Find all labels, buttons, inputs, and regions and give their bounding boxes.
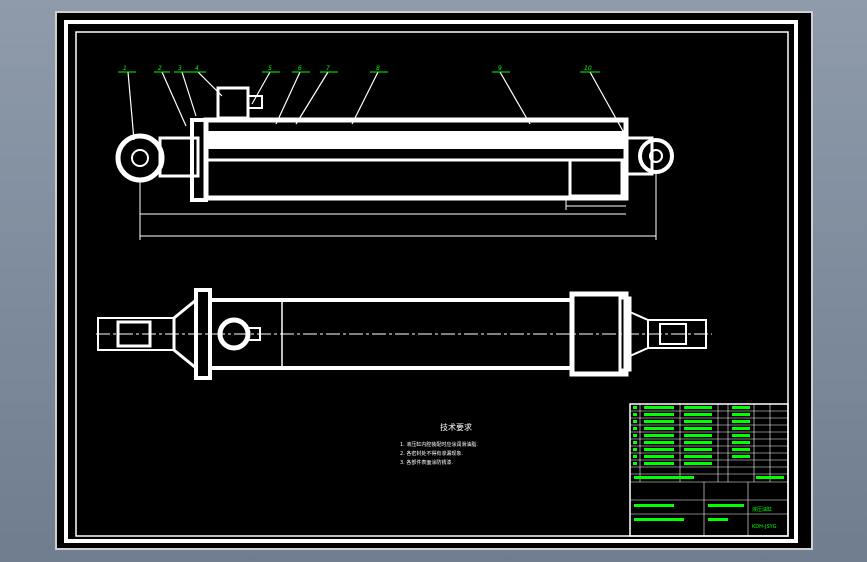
right-eye-inner: [649, 149, 663, 163]
balloon-4: 4: [190, 65, 206, 73]
balloon-7: 7: [320, 65, 338, 73]
balloon-label-3: 3: [178, 65, 182, 72]
title-block-drawing-no: KDH-JSYG: [752, 524, 777, 530]
inner-border: [75, 31, 789, 537]
balloon-10: 10: [580, 65, 600, 73]
right-end-cap: [624, 136, 654, 176]
piston-block: [568, 158, 624, 198]
plan-right-clevis: [647, 319, 707, 349]
balloon-label-9: 9: [498, 65, 502, 72]
balloon-6: 6: [292, 65, 310, 73]
tech-line-2: 2. 各密封处不得有渗漏现象.: [400, 450, 463, 457]
balloon-8: 8: [370, 65, 388, 73]
plan-right-clevis-inner: [659, 323, 687, 345]
tech-requirements: 技术要求 1. 液压缸内腔装配时应涂润滑油脂. 2. 各密封处不得有渗漏现象. …: [400, 422, 478, 466]
cylinder-front-view: [115, 86, 674, 240]
tech-line-1: 1. 液压缸内腔装配时应涂润滑油脂.: [400, 441, 478, 448]
balloon-label-10: 10: [584, 65, 592, 72]
leader-lines: [127, 71, 629, 141]
balloon-3: 3: [174, 65, 190, 73]
bom-frame: [629, 403, 789, 537]
balloon-9: 9: [492, 65, 510, 73]
left-eye-inner: [131, 149, 149, 167]
balloon-1: 1: [118, 65, 136, 73]
balloon-label-5: 5: [268, 65, 272, 72]
balloon-2: 2: [154, 65, 170, 73]
left-end-cap: [158, 136, 200, 178]
plan-right-block: [569, 291, 629, 377]
balloon-5: 5: [262, 65, 280, 73]
balloon-label-2: 2: [158, 65, 162, 72]
plan-valve-stub: [247, 327, 261, 341]
balloon-label-1: 1: [123, 65, 127, 72]
tech-line-3: 3. 各部件表面涂防锈漆.: [400, 459, 453, 466]
balloon-label-8: 8: [376, 65, 380, 72]
title-block: 液压油缸 KDH-JSYG: [629, 403, 789, 537]
bom-grid: [630, 404, 788, 536]
balloons: 1 2 3 4 5 6 7 8 9 10: [118, 65, 600, 73]
tech-title: 技术要求: [440, 422, 472, 432]
valve-stub: [247, 95, 263, 109]
sheet-border: [64, 20, 798, 543]
balloon-label-6: 6: [298, 65, 302, 72]
bom-number-column: [633, 406, 637, 465]
bom-text-blocks: [634, 406, 784, 521]
balloon-label-4: 4: [195, 65, 199, 72]
balloon-label-7: 7: [326, 65, 330, 72]
title-block-name: 液压油缸: [752, 506, 772, 513]
cylinder-plan-view: [96, 288, 712, 380]
